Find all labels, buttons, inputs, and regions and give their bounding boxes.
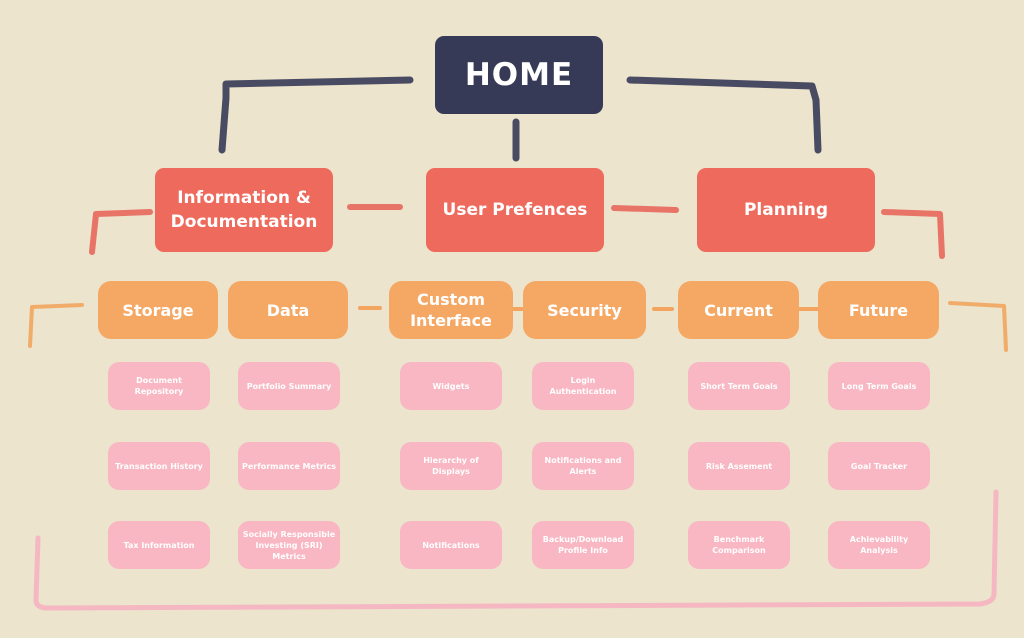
item-node-short-term-goals[interactable]: Short Term Goals [688,362,790,410]
group-node-security[interactable]: Security [523,281,646,339]
connector-pink-frame [33,489,999,611]
item-node-widgets[interactable]: Widgets [400,362,502,410]
item-node-backup-download-profile-info[interactable]: Backup/Download Profile Info [532,521,634,569]
category-node-planning[interactable]: Planning [697,168,875,252]
item-node-long-term-goals[interactable]: Long Term Goals [828,362,930,410]
item-node-hierarchy-of-displays[interactable]: Hierarchy of Displays [400,442,502,490]
home-node[interactable]: HOME [435,36,603,114]
item-node-tax-information[interactable]: Tax Information [108,521,210,569]
category-node-user-prefences[interactable]: User Prefences [426,168,604,252]
item-node-benchmark-comparison[interactable]: Benchmark Comparison [688,521,790,569]
connector-orange-left [28,303,84,348]
group-node-custom-interface[interactable]: Custom Interface [389,281,513,339]
item-node-achievability-analysis[interactable]: Achievability Analysis [828,521,930,569]
item-node-document-repository[interactable]: Document Repository [108,362,210,410]
group-node-current[interactable]: Current [678,281,799,339]
group-node-storage[interactable]: Storage [98,281,218,339]
item-node-notifications[interactable]: Notifications [400,521,502,569]
connector-red-prefs-planning [611,205,679,213]
item-node-notifications-and-alerts[interactable]: Notifications and Alerts [532,442,634,490]
connector-home-planning [626,76,822,154]
group-node-data[interactable]: Data [228,281,348,339]
connector-orange-right [948,301,1008,352]
item-node-transaction-history[interactable]: Transaction History [108,442,210,490]
item-node-socially-responsible-investing-sri-metrics[interactable]: Socially Responsible Investing (SRI) Met… [238,521,340,569]
item-node-login-authentication[interactable]: Login Authentication [532,362,634,410]
item-node-portfolio-summary[interactable]: Portfolio Summary [238,362,340,410]
item-node-performance-metrics[interactable]: Performance Metrics [238,442,340,490]
group-node-future[interactable]: Future [818,281,939,339]
item-node-risk-assement[interactable]: Risk Assement [688,442,790,490]
connector-red-left [89,209,153,255]
connector-home-info [218,76,414,154]
category-node-information-documentation[interactable]: Information & Documentation [155,168,333,252]
item-node-goal-tracker[interactable]: Goal Tracker [828,442,930,490]
connector-red-right [881,209,945,259]
